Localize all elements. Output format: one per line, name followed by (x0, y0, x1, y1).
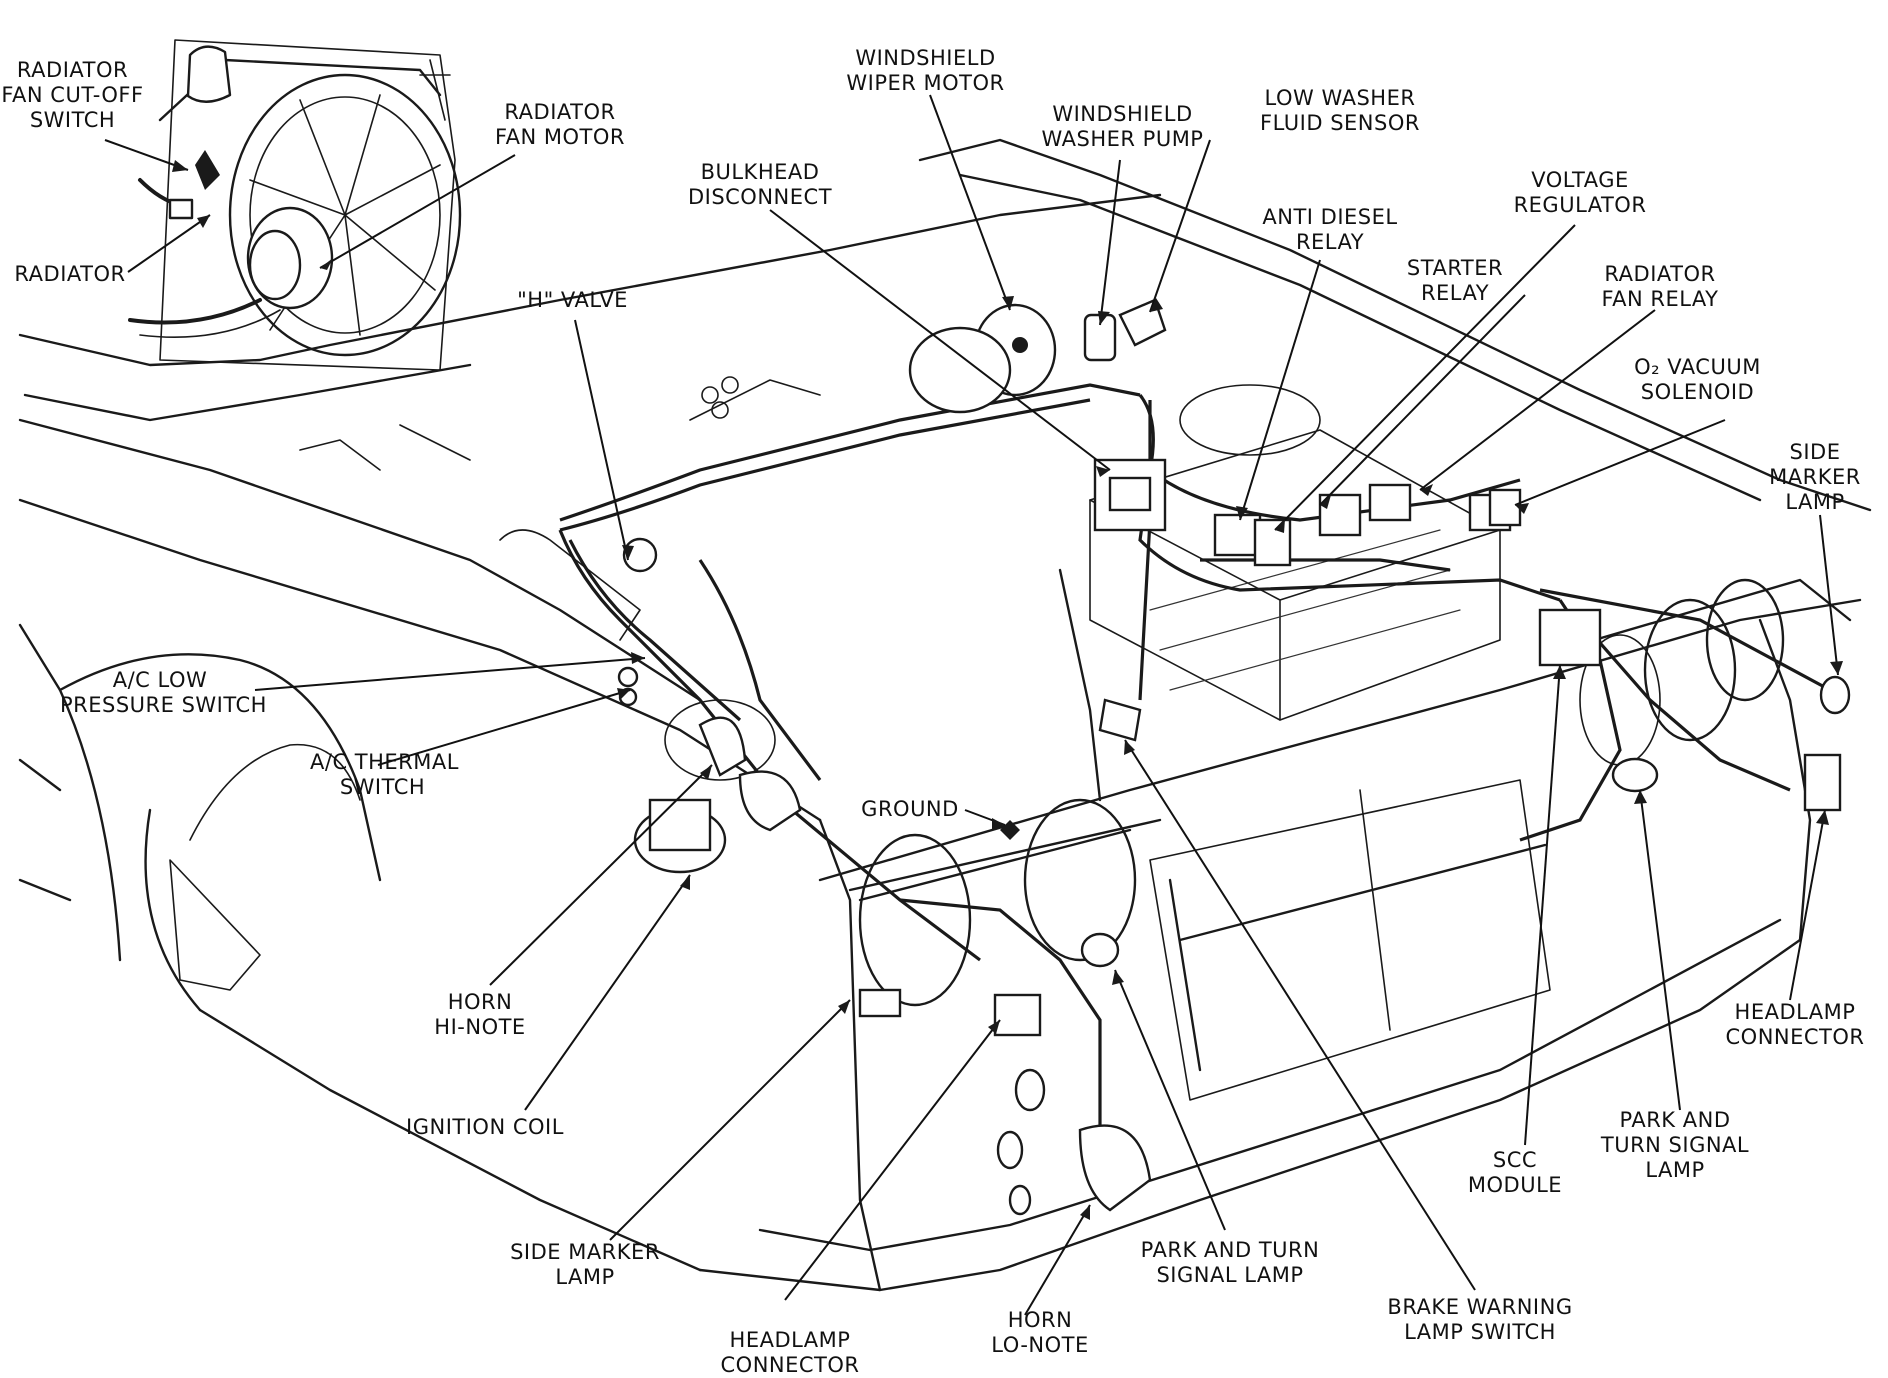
label-radiator: RADIATOR (14, 262, 126, 286)
components (617, 298, 1851, 1212)
car-body-outline (18, 138, 1872, 1292)
label-headlamp-connector-left: HEADLAMP CONNECTOR (720, 1328, 860, 1377)
label-ignition-coil: IGNITION COIL (406, 1115, 564, 1139)
label-ground: GROUND (861, 797, 959, 821)
wiring-harness (558, 383, 1831, 1180)
label-h-valve: "H" VALVE (517, 288, 628, 312)
label-side-marker-lamp-right: SIDE MARKER LAMP (1769, 440, 1861, 514)
label-headlamp-connector-right: HEADLAMP CONNECTOR (1725, 1000, 1865, 1049)
label-radiator-fan-relay: RADIATOR FAN RELAY (1601, 262, 1719, 311)
leader-lines (104, 94, 1839, 1316)
label-ac-low-pressure-switch: A/C LOW PRESSURE SWITCH (60, 668, 267, 717)
label-bulkhead-disconnect: BULKHEAD DISCONNECT (687, 160, 833, 209)
label-starter-relay: STARTER RELAY (1406, 256, 1504, 305)
label-side-marker-lamp-left: SIDE MARKER LAMP (510, 1240, 660, 1289)
label-scc-module: SCC MODULE (1467, 1148, 1563, 1197)
label-brake-warning-lamp-switch: BRAKE WARNING LAMP SWITCH (1387, 1295, 1573, 1344)
label-ac-thermal-switch: A/C THERMAL SWITCH (310, 750, 459, 799)
label-anti-diesel-relay: ANTI DIESEL RELAY (1262, 205, 1398, 254)
label-horn-hi-note: HORN HI-NOTE (434, 990, 526, 1039)
label-o2-vacuum-solenoid: O₂ VACUUM SOLENOID (1634, 355, 1761, 404)
label-park-turn-signal-lamp-left: PARK AND TURN SIGNAL LAMP (1140, 1238, 1320, 1287)
label-park-turn-signal-lamp-right: PARK AND TURN SIGNAL LAMP (1600, 1108, 1750, 1182)
label-radiator-fan-cutoff-switch: RADIATOR FAN CUT-OFF SWITCH (1, 58, 144, 132)
leader-arrowheads (172, 160, 1843, 1220)
radiator-fan-inset (128, 39, 462, 371)
label-horn-lo-note: HORN LO-NOTE (991, 1308, 1089, 1357)
label-low-washer-fluid-sensor: LOW WASHER FLUID SENSOR (1260, 86, 1420, 135)
label-voltage-regulator: VOLTAGE REGULATOR (1513, 168, 1647, 217)
label-windshield-washer-pump: WINDSHIELD WASHER PUMP (1041, 102, 1204, 151)
label-windshield-wiper-motor: WINDSHIELD WIPER MOTOR (846, 46, 1005, 95)
label-radiator-fan-motor: RADIATOR FAN MOTOR (495, 100, 625, 149)
